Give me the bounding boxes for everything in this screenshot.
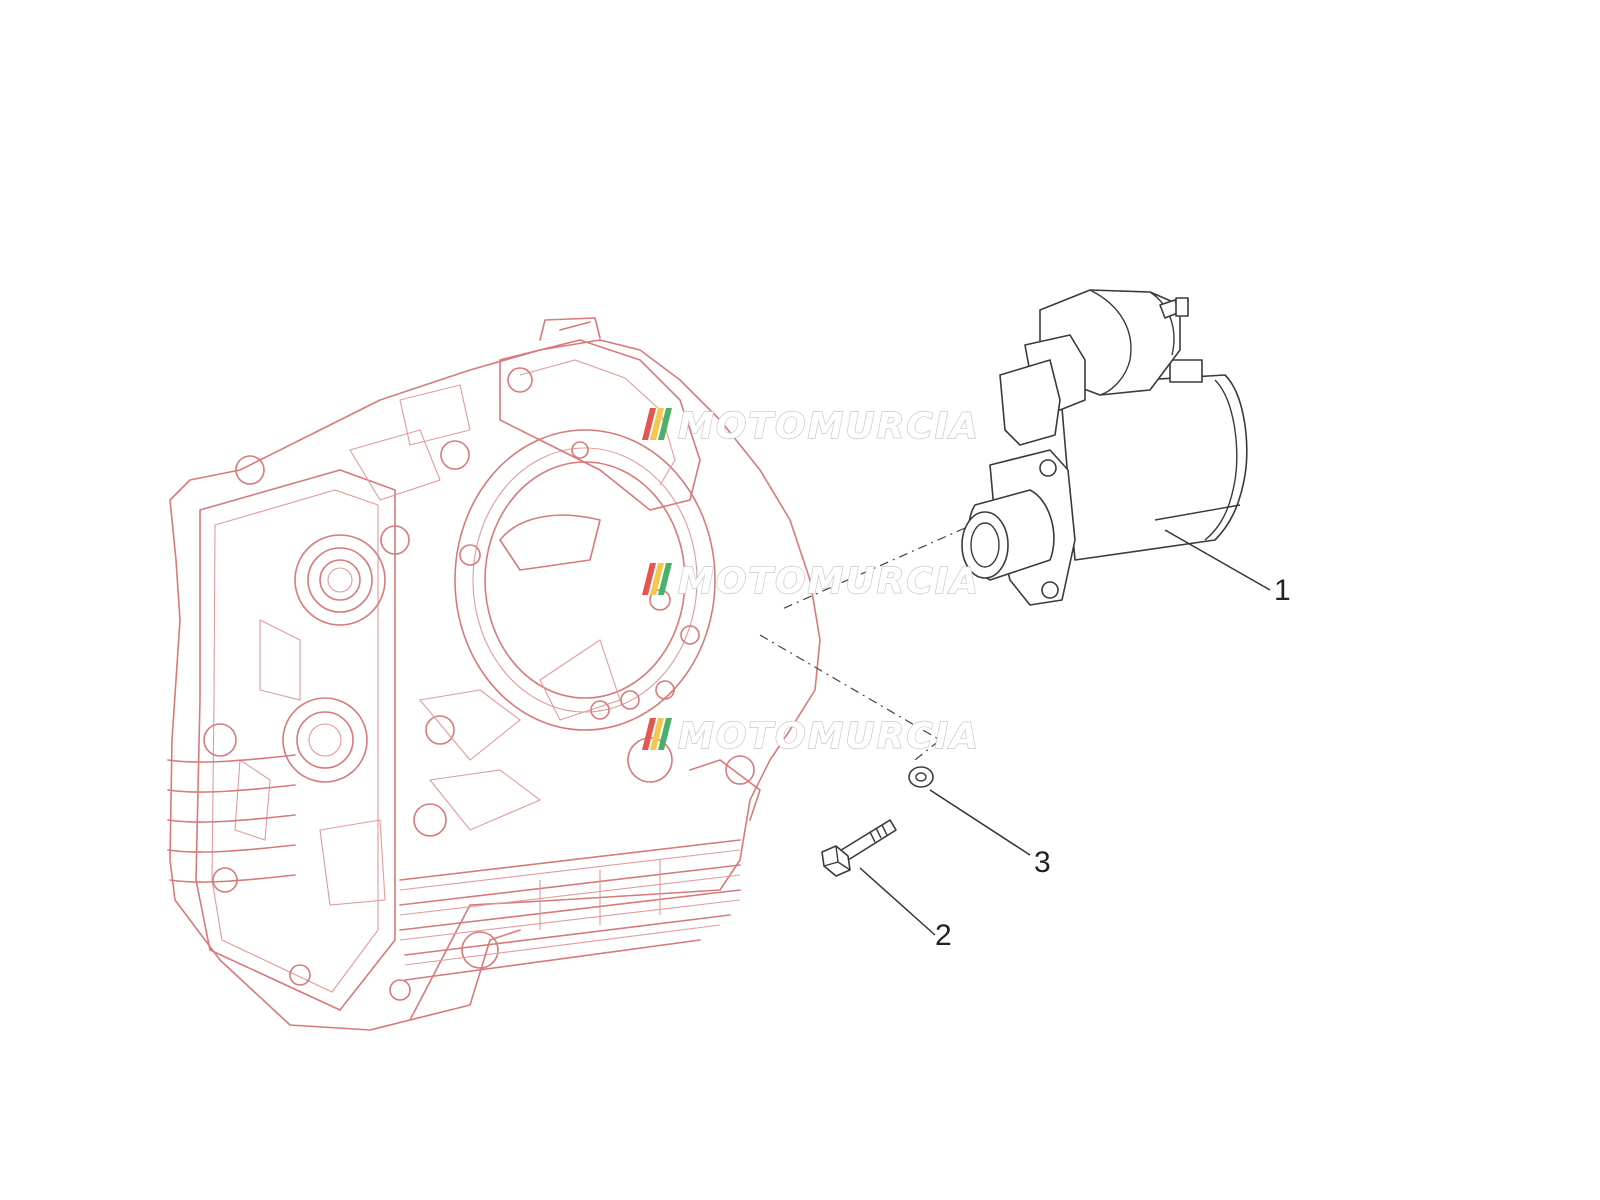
- bolt: [821, 819, 897, 877]
- watermark-text: MOTOMURCIA: [678, 716, 980, 757]
- assembly-lines: [759, 527, 966, 761]
- callout-3: 3: [1034, 846, 1051, 879]
- starter-motor: [961, 289, 1248, 606]
- engine-crankcase: [167, 317, 821, 1031]
- leader-lines: [859, 529, 1271, 936]
- callout-1: 1: [1274, 574, 1291, 607]
- watermark-3: MOTOMURCIA: [642, 715, 980, 758]
- watermark-text: MOTOMURCIA: [678, 561, 980, 602]
- watermark-text: MOTOMURCIA: [678, 406, 980, 447]
- callout-2: 2: [935, 919, 952, 952]
- watermark-1: MOTOMURCIA: [642, 405, 980, 448]
- watermark-2: MOTOMURCIA: [642, 560, 980, 603]
- washer: [908, 766, 934, 788]
- callout-labels: 1 2 3: [935, 574, 1291, 952]
